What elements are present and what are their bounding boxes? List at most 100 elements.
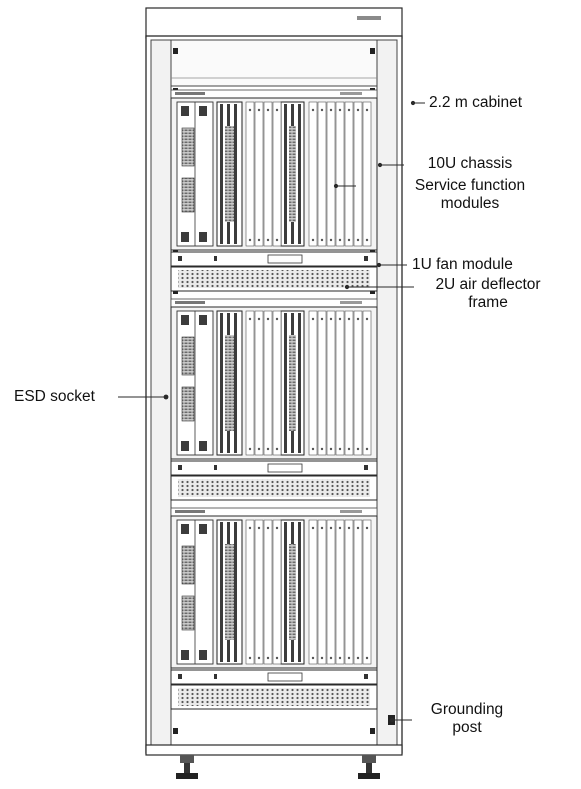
slot-led [329, 317, 333, 321]
slot-led [266, 108, 270, 112]
label-grounding-post-line2: post [452, 719, 482, 736]
slot-led [311, 238, 315, 242]
fan-indicator [364, 256, 368, 261]
slot-card [353, 101, 363, 247]
slot-card [245, 101, 255, 247]
slot-card [317, 519, 327, 665]
slot-led [356, 447, 360, 451]
slot-card [353, 519, 363, 665]
slot-card [245, 310, 255, 456]
slot-card [344, 310, 354, 456]
slot-led [356, 656, 360, 660]
slot-led [248, 526, 252, 530]
card-grid [289, 335, 296, 431]
card-edge [234, 313, 237, 453]
label-service-modules: Service function modules [360, 177, 580, 213]
fan-indicator [178, 256, 182, 261]
fan-indicator [214, 674, 217, 679]
port [199, 441, 207, 451]
slot-card [245, 519, 255, 665]
rail-hole [173, 48, 178, 54]
slot-led [311, 656, 315, 660]
slot-led [329, 526, 333, 530]
chassis-group [170, 89, 378, 292]
slot-led [347, 656, 351, 660]
leader-air-deflector [344, 284, 414, 290]
left-foot [176, 755, 198, 779]
port-block [181, 595, 195, 631]
port-block [181, 177, 195, 213]
card-edge [234, 522, 237, 662]
slot-led [311, 526, 315, 530]
slot-led [365, 108, 369, 112]
label-service-modules-line2: modules [440, 195, 500, 212]
leader-chassis [377, 162, 404, 168]
slot-led [248, 108, 252, 112]
slot-led [320, 656, 324, 660]
slot-card [272, 519, 282, 665]
slot-card [308, 310, 318, 456]
slot-card [353, 310, 363, 456]
slot-led [311, 317, 315, 321]
card-edge [220, 104, 223, 244]
slot-led [275, 238, 279, 242]
slot-led [320, 108, 324, 112]
slot-led [311, 108, 315, 112]
fan-handle [267, 254, 303, 264]
slot-led [329, 108, 333, 112]
slot-led [356, 317, 360, 321]
air-deflector-vent [178, 688, 370, 706]
port [199, 106, 207, 116]
card-grid [289, 544, 296, 640]
slot-led [257, 526, 261, 530]
rail-hole [173, 728, 178, 734]
slot-card [326, 310, 336, 456]
leader-lines [118, 100, 425, 723]
card-edge [298, 104, 301, 244]
slot-led [266, 526, 270, 530]
card-grid [225, 126, 234, 222]
fan-handle [267, 463, 303, 473]
slot-card [263, 101, 273, 247]
slot-led [266, 317, 270, 321]
chassis-model-tag [175, 510, 205, 513]
port [199, 524, 207, 534]
label-fan-module: 1U fan module [412, 256, 513, 273]
port [181, 232, 189, 242]
fan-indicator [178, 465, 182, 470]
rail-hole [370, 248, 375, 254]
slot-led [275, 317, 279, 321]
slot-led [365, 526, 369, 530]
slot-led [320, 317, 324, 321]
slot-led [338, 447, 342, 451]
slot-card [308, 101, 318, 247]
slot-led [248, 238, 252, 242]
slot-led [275, 656, 279, 660]
fan-indicator [364, 674, 368, 679]
port-block [181, 386, 195, 422]
slot-led [338, 526, 342, 530]
card-edge [284, 104, 287, 244]
slot-led [311, 447, 315, 451]
leader-cabinet [410, 100, 425, 106]
label-cabinet: 2.2 m cabinet [429, 94, 523, 111]
label-esd-socket: ESD socket [14, 388, 95, 405]
slot-card [263, 310, 273, 456]
slot-led [248, 447, 252, 451]
card-edge [298, 522, 301, 662]
slot-card [308, 519, 318, 665]
slot-led [266, 238, 270, 242]
port [199, 232, 207, 242]
slot-led [338, 656, 342, 660]
slot-card [362, 519, 372, 665]
slot-led [347, 238, 351, 242]
slot-led [257, 317, 261, 321]
slot-card [335, 519, 345, 665]
slot-led [266, 447, 270, 451]
card-edge [284, 313, 287, 453]
slot-led [257, 238, 261, 242]
slot-card [317, 101, 327, 247]
slot-card [344, 101, 354, 247]
label-air-deflector: 2U air deflector frame [414, 276, 562, 312]
slot-led [347, 526, 351, 530]
